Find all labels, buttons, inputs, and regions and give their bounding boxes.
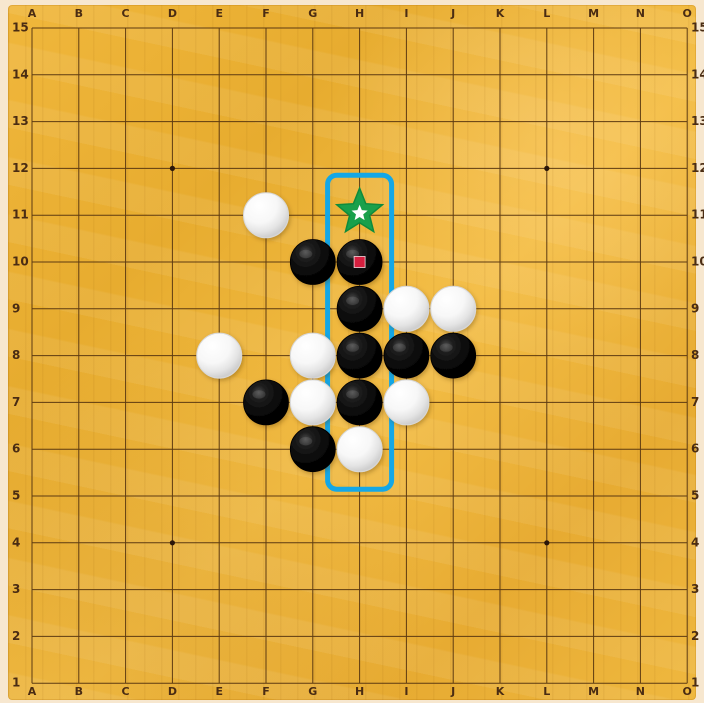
- column-label-top: D: [168, 7, 177, 20]
- column-label-bottom: A: [28, 685, 37, 698]
- star-point: [170, 166, 175, 171]
- row-label-left: 2: [12, 629, 20, 643]
- row-label-right: 12: [691, 161, 704, 175]
- row-label-left: 7: [12, 395, 20, 409]
- column-label-top: N: [636, 7, 645, 20]
- black-stone-highlight: [393, 343, 406, 351]
- column-label-bottom: C: [122, 685, 130, 698]
- star-point: [544, 540, 549, 545]
- row-label-left: 15: [12, 21, 29, 35]
- row-label-left: 11: [12, 208, 29, 222]
- row-label-right: 13: [691, 114, 704, 128]
- stones-layer: [197, 193, 476, 472]
- black-stone[interactable]: [384, 333, 429, 378]
- black-stone[interactable]: [244, 380, 289, 425]
- column-label-bottom: F: [262, 685, 270, 698]
- row-label-left: 9: [12, 301, 20, 315]
- row-label-left: 8: [12, 348, 20, 362]
- column-label-top: K: [496, 7, 505, 20]
- black-stone-highlight: [346, 390, 359, 398]
- row-label-right: 1: [691, 676, 699, 690]
- column-label-top: E: [215, 7, 223, 20]
- row-label-right: 15: [691, 21, 704, 35]
- column-label-bottom: I: [404, 685, 408, 698]
- row-label-left: 4: [12, 535, 20, 549]
- star-point: [170, 540, 175, 545]
- black-stone-highlight: [346, 297, 359, 305]
- row-label-right: 6: [691, 442, 699, 456]
- black-stone-highlight: [440, 343, 453, 351]
- row-label-left: 13: [12, 114, 29, 128]
- column-label-top: B: [75, 7, 83, 20]
- column-label-top: G: [308, 7, 317, 20]
- column-label-bottom: M: [588, 685, 599, 698]
- row-label-right: 14: [691, 67, 704, 81]
- row-label-right: 10: [691, 255, 704, 269]
- black-stone[interactable]: [290, 240, 335, 285]
- column-label-top: M: [588, 7, 599, 20]
- white-stone[interactable]: [197, 333, 242, 378]
- row-label-right: 8: [691, 348, 699, 362]
- column-label-top: I: [404, 7, 408, 20]
- row-label-right: 11: [691, 208, 704, 222]
- column-label-top: C: [122, 7, 130, 20]
- column-label-bottom: N: [636, 685, 645, 698]
- white-stone[interactable]: [337, 427, 382, 472]
- column-label-bottom: G: [308, 685, 317, 698]
- row-label-right: 3: [691, 582, 699, 596]
- white-stone[interactable]: [384, 380, 429, 425]
- row-label-left: 3: [12, 582, 20, 596]
- row-label-right: 9: [691, 301, 699, 315]
- column-label-bottom: L: [543, 685, 550, 698]
- black-stone[interactable]: [290, 427, 335, 472]
- column-label-bottom: E: [215, 685, 223, 698]
- row-label-right: 2: [691, 629, 699, 643]
- white-stone[interactable]: [290, 333, 335, 378]
- row-label-left: 1: [12, 676, 20, 690]
- row-label-left: 14: [12, 67, 29, 81]
- black-stone[interactable]: [337, 286, 382, 331]
- column-label-bottom: J: [450, 685, 455, 698]
- column-label-top: O: [683, 7, 692, 20]
- column-label-top: H: [355, 7, 364, 20]
- column-label-top: L: [543, 7, 550, 20]
- black-stone[interactable]: [431, 333, 476, 378]
- last-move-marker: [354, 257, 365, 268]
- column-label-bottom: H: [355, 685, 364, 698]
- column-label-bottom: K: [496, 685, 505, 698]
- black-stone-highlight: [299, 437, 312, 445]
- white-stone[interactable]: [290, 380, 335, 425]
- column-label-top: A: [28, 7, 37, 20]
- star-point: [544, 166, 549, 171]
- black-stone-highlight: [253, 390, 266, 398]
- black-stone[interactable]: [337, 333, 382, 378]
- white-stone[interactable]: [244, 193, 289, 238]
- column-label-bottom: B: [75, 685, 83, 698]
- black-stone[interactable]: [337, 380, 382, 425]
- white-stone[interactable]: [384, 286, 429, 331]
- column-label-bottom: D: [168, 685, 177, 698]
- row-label-right: 5: [691, 489, 699, 503]
- column-label-top: F: [262, 7, 270, 20]
- row-label-right: 4: [691, 535, 699, 549]
- black-stone-highlight: [299, 250, 312, 258]
- row-label-left: 12: [12, 161, 29, 175]
- row-label-right: 7: [691, 395, 699, 409]
- column-label-top: J: [450, 7, 455, 20]
- white-stone[interactable]: [431, 286, 476, 331]
- row-label-left: 10: [12, 255, 29, 269]
- black-stone-highlight: [346, 343, 359, 351]
- row-label-left: 5: [12, 489, 20, 503]
- row-label-left: 6: [12, 442, 20, 456]
